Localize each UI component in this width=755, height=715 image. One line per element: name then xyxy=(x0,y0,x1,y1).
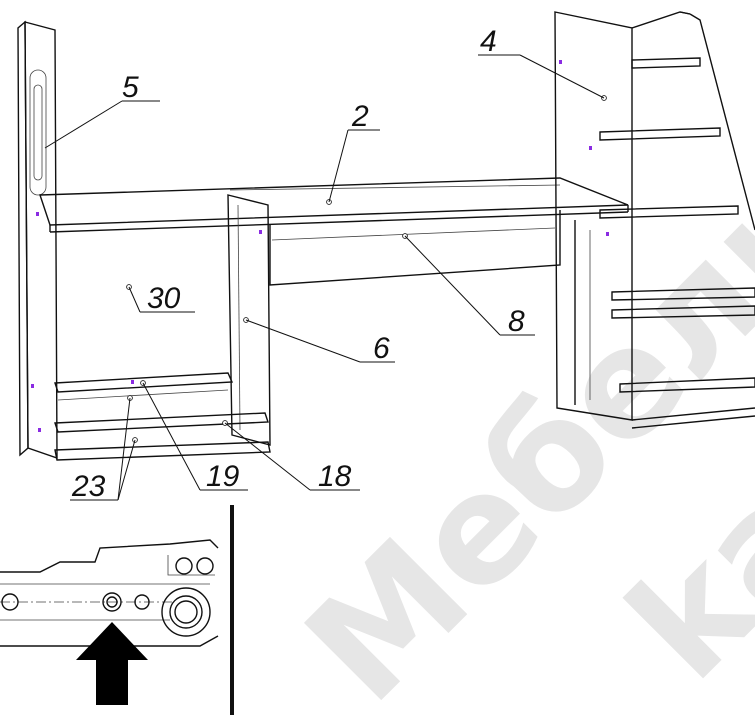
callout-23: 23 xyxy=(71,470,106,503)
desktop-top xyxy=(39,177,629,233)
right-shelf-unit xyxy=(554,11,755,429)
callout-30: 30 xyxy=(147,282,181,315)
callout-19: 19 xyxy=(206,460,240,493)
callout-18: 18 xyxy=(318,460,352,493)
modesty-panel xyxy=(269,210,561,286)
callout-2: 2 xyxy=(351,100,369,133)
detail-view xyxy=(0,505,234,715)
left-side-panel xyxy=(17,20,58,459)
arrow-up-icon xyxy=(76,622,148,705)
lower-shelves xyxy=(54,372,271,461)
callout-4: 4 xyxy=(480,25,497,58)
middle-panel xyxy=(227,194,271,446)
callout-8: 8 xyxy=(508,305,525,338)
leader-lines xyxy=(44,54,605,501)
callout-6: 6 xyxy=(373,332,390,365)
stair-steps xyxy=(599,57,755,393)
callouts: 5 2 4 30 6 8 19 18 23 xyxy=(71,25,525,503)
callout-5: 5 xyxy=(122,71,139,104)
